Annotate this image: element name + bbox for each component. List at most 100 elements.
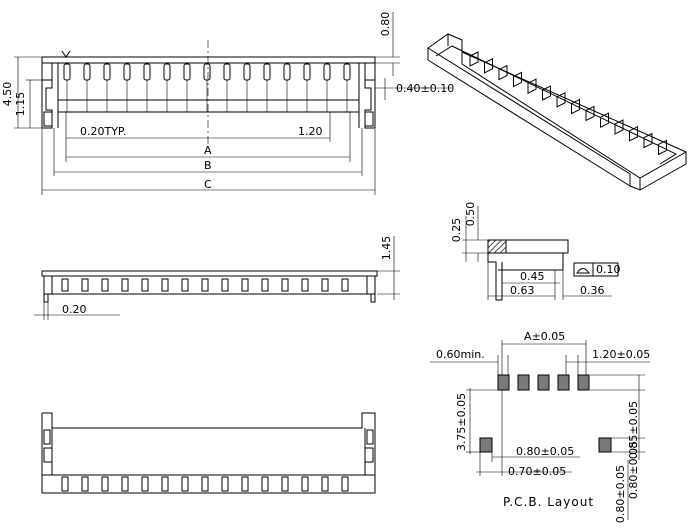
pcb-signal-pad: [577, 374, 590, 391]
dim-height-total: 4.50: [1, 82, 14, 107]
pcb-dim-vertical: 3.75±0.05: [455, 393, 468, 451]
dim-side-063: 0.63: [510, 284, 535, 297]
bottom-pin: [121, 278, 129, 292]
pcb-dim-pitch: 1.20±0.05: [592, 348, 650, 361]
label-a: A: [204, 144, 212, 157]
side-view: 0.25 0.50 0.45 0.63 0.36 0.10: [450, 202, 621, 301]
rear-pin: [81, 476, 89, 492]
iso-slot: [629, 125, 638, 142]
bottom-pin: [201, 278, 209, 292]
pcb-signal-pad: [537, 374, 550, 391]
iso-slot: [658, 139, 667, 156]
pcb-mount-pad-right: [598, 437, 612, 453]
iso-slot: [542, 85, 551, 101]
pcb-layout: A±0.05 0.60min. 1.20±0.05 3.75±0.05 0.80…: [430, 330, 650, 523]
front-view: 4.50 1.15 0.80 0.40±0.10 0.20TYP. 1.20 A…: [1, 12, 454, 195]
contact-slot: [243, 63, 251, 81]
contact-slot: [183, 63, 191, 81]
contact-slot: [123, 63, 131, 81]
rear-pin: [241, 476, 249, 492]
dim-side-050: 0.50: [464, 202, 477, 227]
bottom-view: 1.45 0.20: [34, 236, 400, 320]
contact-slot: [323, 63, 331, 81]
label-c: C: [204, 178, 212, 191]
bottom-pin: [161, 278, 169, 292]
dim-height-lower: 1.15: [14, 92, 27, 117]
bottom-pin: [81, 278, 89, 292]
bottom-pin: [101, 278, 109, 292]
iso-slot: [513, 71, 522, 88]
bottom-pin: [241, 278, 249, 292]
isometric-view: [427, 33, 687, 191]
rear-pin: [281, 476, 289, 492]
contact-slot: [63, 63, 71, 81]
iso-slot: [498, 64, 508, 81]
pcb-dim-min: 0.60min.: [436, 348, 485, 361]
rear-pin: [121, 476, 129, 492]
pcb-dim-080-h: 0.80±0.05: [516, 445, 574, 458]
dim-bottom-height: 1.45: [380, 236, 393, 261]
dim-pin-offset: 0.40±0.10: [396, 82, 454, 95]
bottom-pin: [221, 278, 229, 292]
rear-pin: [341, 476, 349, 492]
dim-bottom-pin: 0.20: [62, 303, 87, 316]
pcb-dim-a: A±0.05: [524, 330, 565, 343]
dim-side-036: 0.36: [580, 284, 605, 297]
dim-pin-width: 0.20TYP.: [80, 125, 126, 138]
iso-slot: [469, 51, 479, 67]
rear-pin: [261, 476, 269, 492]
rear-pin: [201, 476, 209, 492]
contact-slot: [163, 63, 171, 81]
rear-pin: [321, 476, 329, 492]
contact-slot: [103, 63, 111, 81]
pcb-mount-pad-left: [479, 437, 493, 453]
profile-tolerance-icon: [576, 268, 590, 274]
rear-pin: [301, 476, 309, 492]
contact-slot: [203, 63, 211, 81]
iso-slot: [556, 91, 566, 108]
iso-slot: [484, 57, 493, 74]
pcb-dim-080-v-top: 0.80±0.05: [627, 441, 640, 499]
iso-slot: [527, 78, 537, 95]
tolerance-frame: [573, 262, 619, 277]
rear-pin: [141, 476, 149, 492]
contact-slot: [283, 63, 291, 81]
tolerance-value: 0.10: [596, 263, 621, 276]
contact-slot: [83, 63, 91, 81]
contact-slot: [303, 63, 311, 81]
iso-slot: [585, 105, 595, 122]
dim-pitch: 1.20: [298, 125, 323, 138]
bottom-pin: [141, 278, 149, 292]
rear-pin: [161, 476, 169, 492]
pcb-signal-pad: [497, 374, 510, 391]
contact-slot: [143, 63, 151, 81]
bottom-pin: [281, 278, 289, 292]
iso-slot: [600, 112, 609, 129]
dim-side-045: 0.45: [520, 270, 545, 283]
contact-slot: [263, 63, 271, 81]
bottom-pin: [341, 278, 349, 292]
label-b: B: [204, 159, 212, 172]
iso-slot: [614, 119, 624, 135]
pcb-dim-070-h: 0.70±0.05: [508, 465, 566, 478]
dim-top: 0.80: [379, 12, 392, 37]
bottom-pin: [261, 278, 269, 292]
bottom-pin: [181, 278, 189, 292]
pcb-layout-title: P.C.B. Layout: [503, 495, 594, 509]
pcb-dim-080-v-bottom: 0.80±0.05: [614, 465, 627, 523]
iso-slot: [643, 132, 653, 149]
pcb-dim-085-v: 0.85±0.05: [627, 401, 640, 459]
rear-pin: [181, 476, 189, 492]
rear-pin: [61, 476, 69, 492]
contact-slot: [223, 63, 231, 81]
contact-slot: [343, 63, 351, 81]
bottom-pin: [301, 278, 309, 292]
dim-side-025: 0.25: [450, 218, 463, 243]
bottom-pin: [321, 278, 329, 292]
rear-pin: [221, 476, 229, 492]
pcb-signal-pad: [517, 374, 530, 391]
bottom-pin: [61, 278, 69, 292]
pcb-signal-pad: [557, 374, 570, 391]
rear-view: [41, 412, 376, 494]
